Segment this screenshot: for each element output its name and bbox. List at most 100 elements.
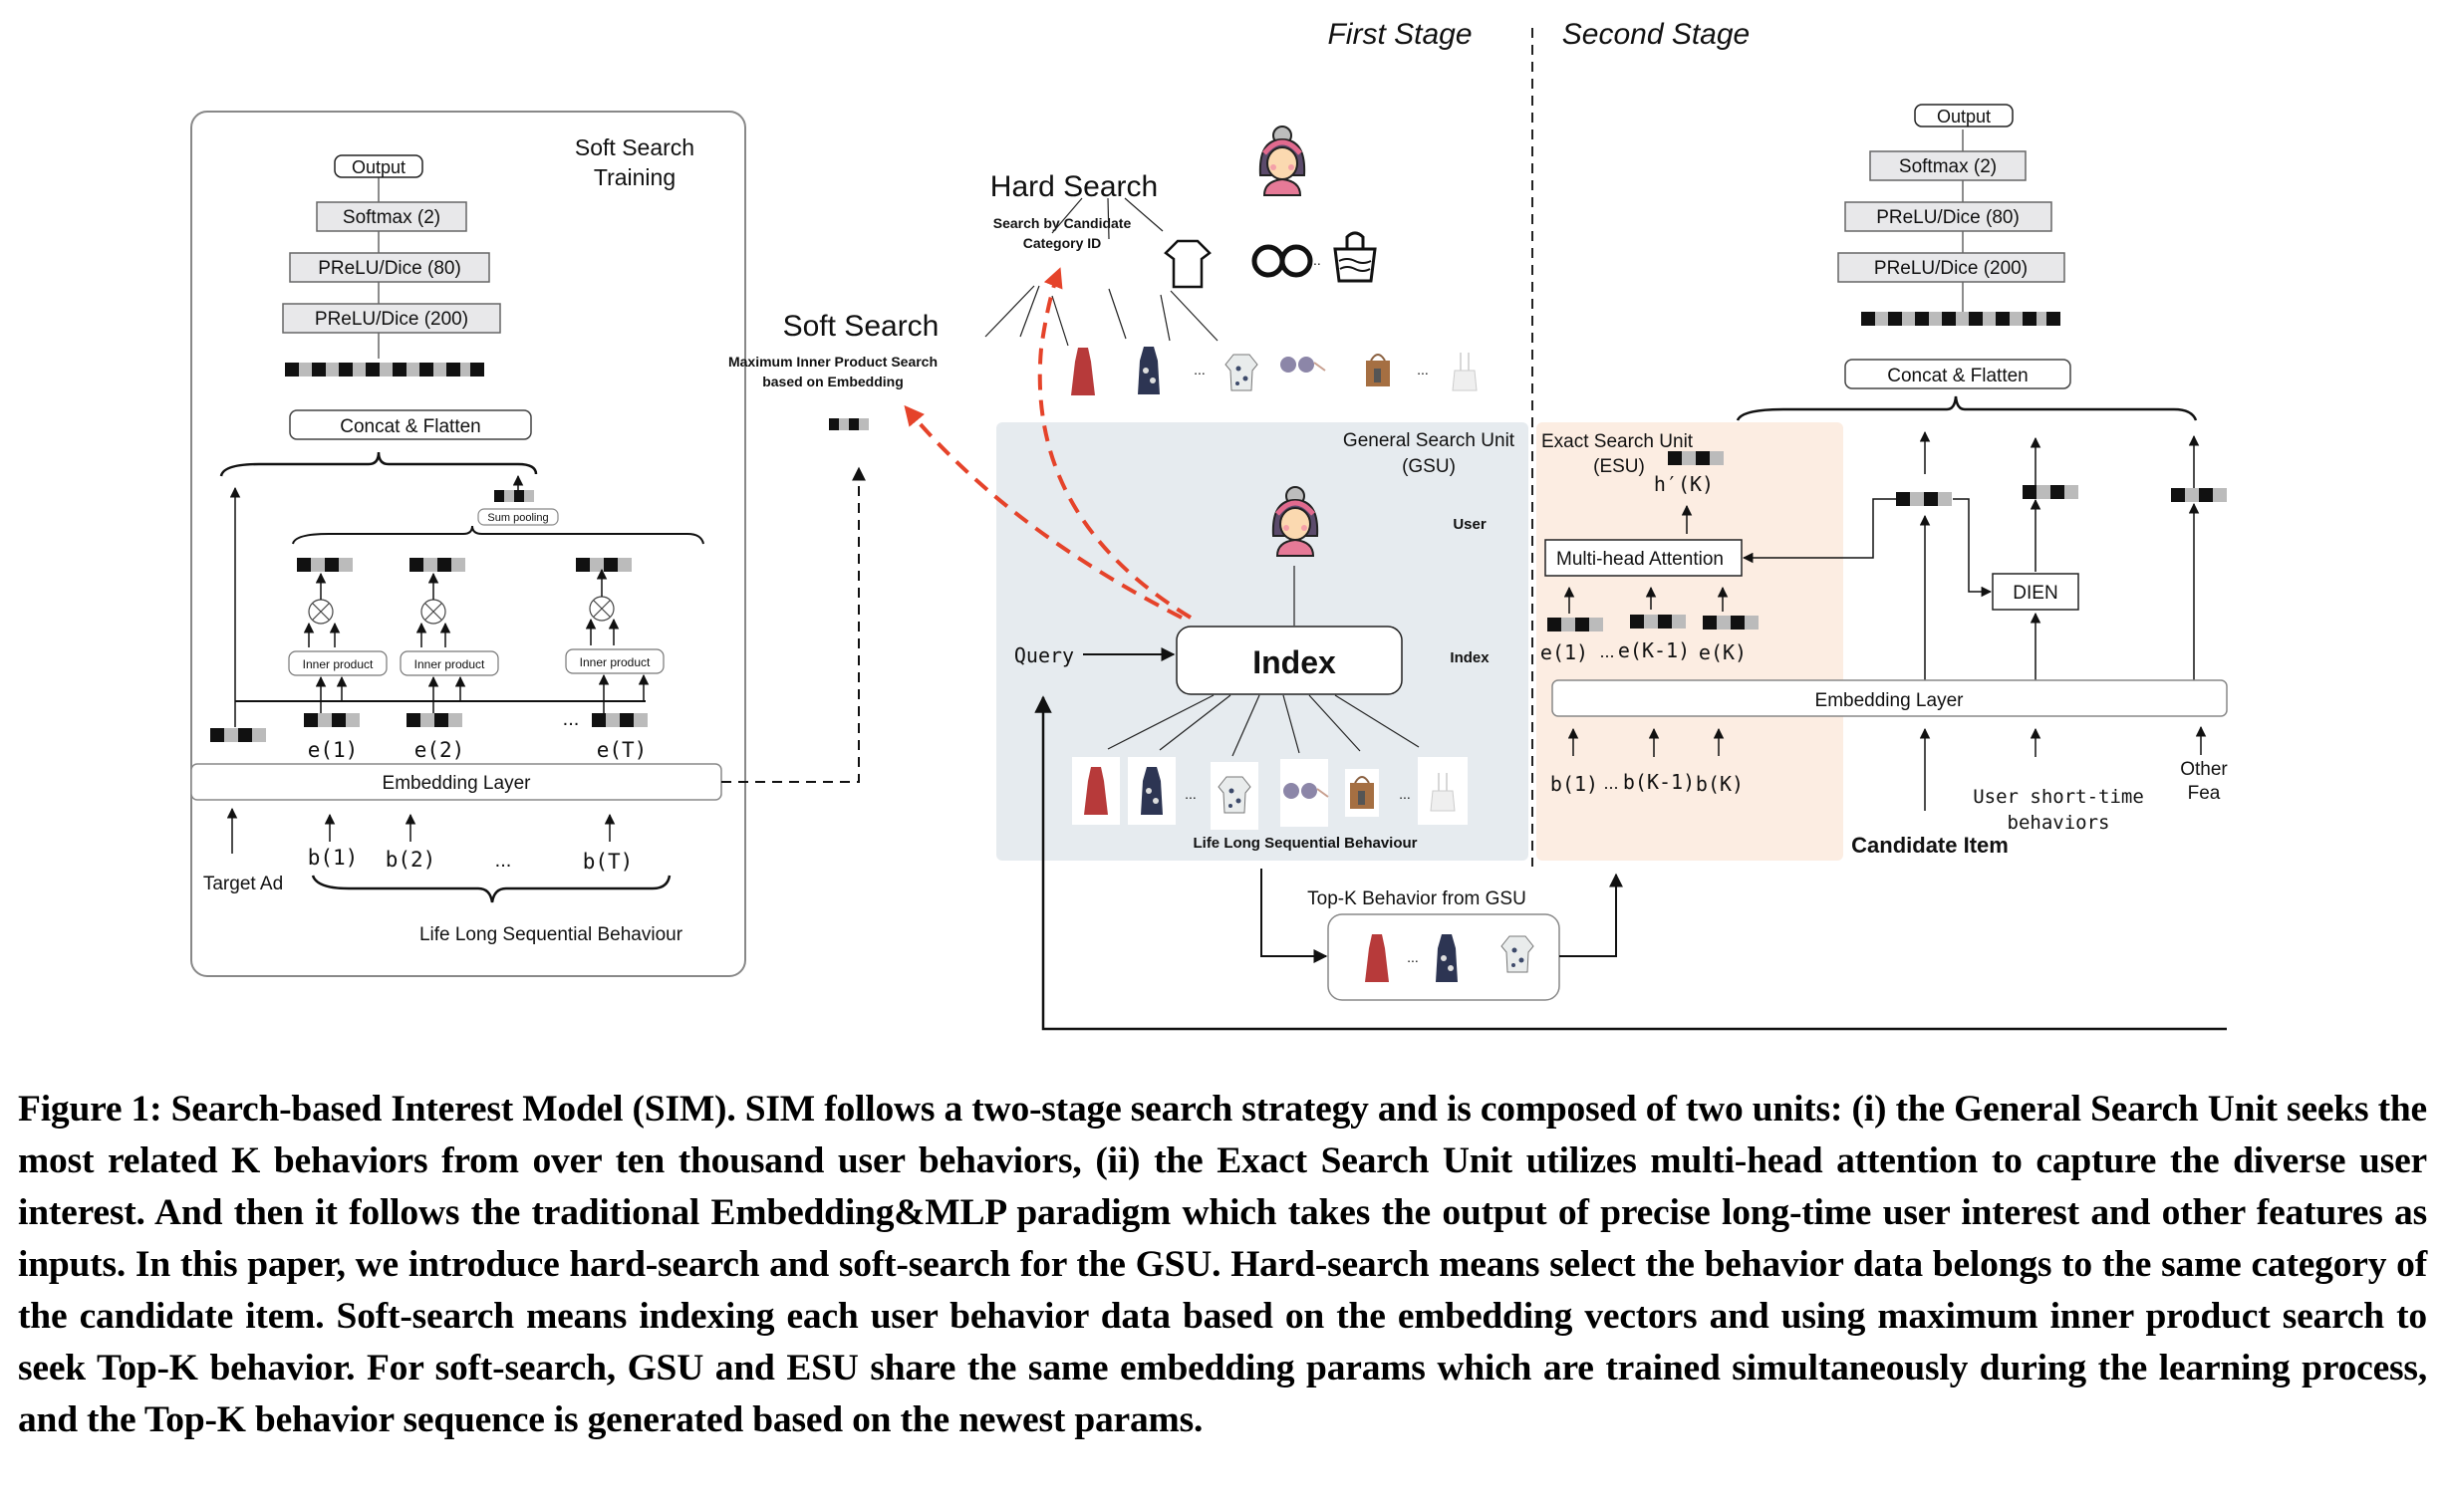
b1-label: b(1) — [308, 846, 359, 870]
svg-text:Search by Candidate: Search by Candidate — [993, 215, 1132, 231]
target-ad-vector — [210, 728, 266, 742]
topk-item-red-dress — [1364, 932, 1390, 984]
inner-product-column-1: Inner product e(1) — [288, 558, 388, 762]
index-box[interactable]: Index — [1176, 626, 1403, 695]
output-node: Output — [334, 154, 423, 178]
hidden-vector — [285, 363, 484, 377]
svg-text:Top-K Behavior from GSU: Top-K Behavior from GSU — [1307, 888, 1526, 909]
svg-text:Inner product: Inner product — [303, 657, 374, 671]
multi-head-attention: Multi-head Attention — [1544, 539, 1743, 577]
other-fea-label: Other — [2180, 759, 2228, 780]
target-ad-label: Target Ad — [203, 874, 283, 894]
hard-search-arrow — [1037, 267, 1193, 620]
soft-search-block: Soft Search Maximum Inner Product Search… — [728, 310, 939, 430]
embedding-to-soft-search-link — [721, 466, 866, 783]
concat-flatten-node: Concat & Flatten — [289, 409, 532, 440]
hard-item-red-dress — [1070, 346, 1096, 397]
dien-node: DIEN — [1992, 573, 2079, 611]
main-output-node: Output — [1914, 104, 2014, 127]
svg-text:Inner product: Inner product — [580, 655, 651, 669]
svg-text:PReLU/Dice (200): PReLU/Dice (200) — [1874, 258, 2028, 279]
concat-brace — [219, 451, 538, 477]
svg-text:Concat & Flatten: Concat & Flatten — [1887, 366, 2029, 386]
soft-search-arrow — [904, 404, 1183, 620]
svg-text:Embedding Layer: Embedding Layer — [1815, 690, 1965, 711]
svg-text:Multi-head Attention: Multi-head Attention — [1556, 549, 1724, 570]
svg-text:Softmax (2): Softmax (2) — [1899, 156, 1997, 177]
main-prelu-200-layer: PReLU/Dice (200) — [1837, 252, 2065, 283]
softmax-layer: Softmax (2) — [316, 201, 467, 232]
svg-text:Exact Search Unit: Exact Search Unit — [1541, 431, 1694, 452]
hard-item-floral-dress — [1136, 345, 1162, 396]
svg-text:DIEN: DIEN — [2013, 583, 2057, 604]
soft-search-training-panel: Soft Search Training Output Softmax (2) … — [190, 111, 746, 977]
svg-text:Maximum Inner Product Search: Maximum Inner Product Search — [728, 354, 938, 370]
svg-text:...: ... — [1309, 252, 1321, 268]
gsu-panel: General Search Unit (GSU) User Index Ind… — [996, 422, 1528, 861]
bag-category-icon — [1333, 231, 1377, 283]
sim-architecture-figure: First Stage Second Stage Soft Search Tra… — [190, 18, 2228, 1031]
svg-text:...: ... — [1185, 786, 1197, 802]
short-time-label-2: behaviors — [2008, 812, 2110, 834]
esu-bK-1-label: b(K-1) — [1623, 770, 1695, 794]
svg-text:...: ... — [1194, 362, 1206, 378]
hard-search-block: Hard Search Search by Candidate Category… — [984, 126, 1478, 397]
inner-product-column-T: Inner product e(T) — [565, 558, 665, 762]
soft-embedding-layer: Embedding Layer — [190, 763, 722, 801]
svg-text:Sum pooling: Sum pooling — [487, 512, 548, 524]
svg-text:Soft Search: Soft Search — [783, 310, 940, 343]
bT-label: b(T) — [583, 850, 634, 874]
e2-label: e(2) — [414, 738, 465, 762]
esu-bK-label: b(K) — [1696, 772, 1744, 796]
esu-panel: Exact Search Unit (ESU) h′(K) Multi-head… — [1536, 422, 1843, 861]
esu-e1-label: e(1) — [1540, 640, 1588, 664]
esu-b1-label: b(1) — [1550, 772, 1598, 796]
shirt-category-icon — [1164, 239, 1212, 289]
svg-text:PReLU/Dice (200): PReLU/Dice (200) — [315, 309, 468, 330]
main-hidden-vector — [1861, 312, 2060, 326]
first-stage-label: First Stage — [1327, 18, 1472, 51]
short-time-label: User short-time — [1973, 786, 2144, 808]
hard-item-white-bag — [1452, 352, 1478, 391]
other-fea-vector — [2171, 488, 2227, 502]
svg-text:...: ... — [1599, 641, 1614, 661]
eT-label: e(T) — [597, 738, 648, 762]
gsu-item-floral-dress — [1139, 765, 1165, 817]
prelu-200-layer: PReLU/Dice (200) — [282, 303, 501, 334]
svg-text:...: ... — [1399, 786, 1411, 802]
h-prime-label: h′(K) — [1654, 472, 1714, 496]
svg-text:(ESU): (ESU) — [1593, 456, 1645, 477]
gsu-item-red-dress — [1083, 765, 1109, 817]
soft-training-title-2: Training — [594, 164, 676, 190]
svg-text:Output: Output — [1937, 107, 1991, 126]
svg-text:PReLU/Dice (80): PReLU/Dice (80) — [1876, 207, 2020, 228]
soft-training-title: Soft Search — [575, 134, 694, 160]
svg-text:Hard Search: Hard Search — [990, 170, 1158, 203]
main-concat-brace — [1736, 395, 2198, 421]
hard-item-sunglasses — [1279, 356, 1326, 374]
other-fea-label-2: Fea — [2188, 783, 2221, 804]
prelu-80-layer: PReLU/Dice (80) — [289, 252, 490, 283]
hard-item-handbag — [1365, 354, 1391, 387]
b2-label: b(2) — [386, 848, 436, 872]
main-prelu-80-layer: PReLU/Dice (80) — [1844, 201, 2052, 232]
esu-eK-1-label: e(K-1) — [1618, 638, 1690, 662]
svg-text:Category ID: Category ID — [1023, 235, 1102, 251]
topk-item-floral-dress — [1434, 932, 1460, 984]
main-concat-flatten-node: Concat & Flatten — [1844, 359, 2071, 389]
soft-sequence-label: Life Long Sequential Behaviour — [419, 924, 683, 945]
svg-text:Concat & Flatten: Concat & Flatten — [340, 416, 481, 437]
topk-block: Top-K Behavior from GSU ... — [1260, 869, 1623, 1001]
figure-caption: Figure 1: Search-based Interest Model (S… — [18, 1089, 2427, 1440]
esu-eK-label: e(K) — [1699, 640, 1747, 664]
svg-text:based on Embedding: based on Embedding — [762, 374, 904, 389]
sequence-brace — [311, 875, 672, 903]
candidate-item-label: Candidate Item — [1851, 833, 2009, 858]
svg-text:Index: Index — [1252, 644, 1336, 680]
gsu-index-label: Index — [1450, 649, 1490, 666]
b-ellipsis: ... — [495, 850, 512, 872]
svg-text:Output: Output — [352, 157, 406, 177]
glasses-category-icon — [1251, 244, 1313, 278]
svg-text:Inner product: Inner product — [414, 657, 485, 671]
e1-label: e(1) — [308, 738, 359, 762]
